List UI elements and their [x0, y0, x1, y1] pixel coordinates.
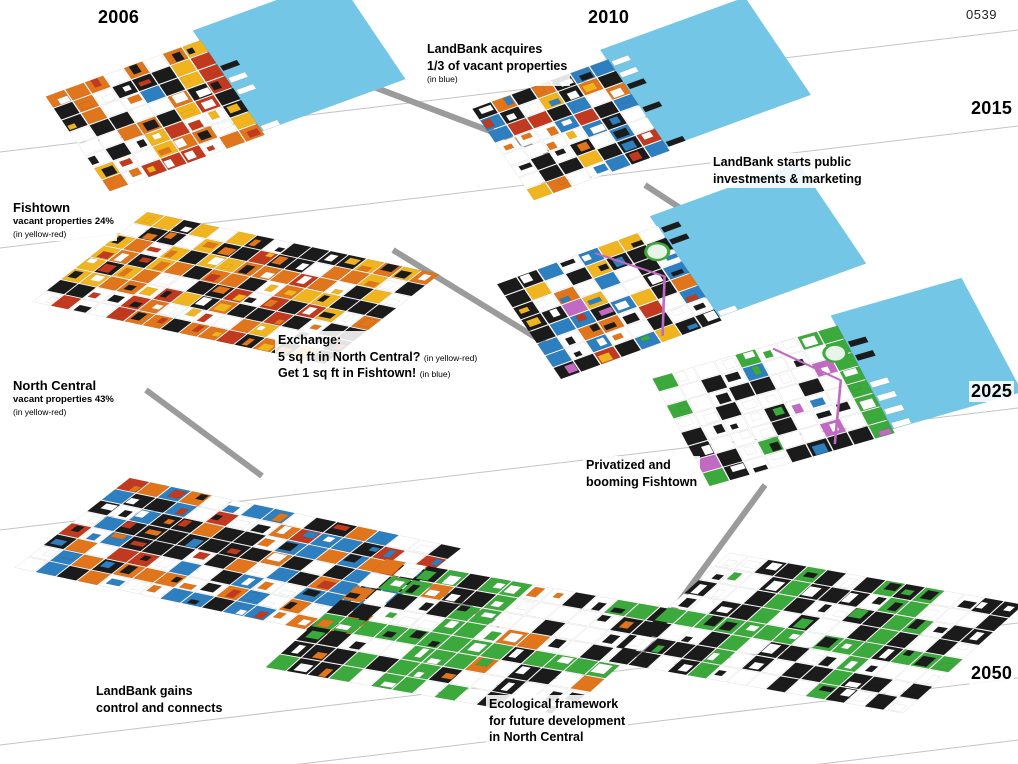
note-line: booming Fishtown	[586, 474, 698, 489]
year-label-2015: 2015	[969, 98, 1015, 119]
neighborhood-name: Fishtown	[13, 200, 71, 215]
transit-line	[594, 252, 666, 336]
water-area	[649, 162, 867, 318]
note-exchange: Exchange: 5 sq ft in North Central? (in …	[275, 331, 481, 383]
note-line: investments & marketing	[713, 171, 862, 186]
note-text: Get 1 sq ft in Fishtown!	[278, 366, 417, 380]
vacancy-stat: vacant properties 43%	[13, 394, 114, 406]
note-line: in North Central	[489, 730, 584, 744]
note-landbank-acquires: LandBank acquires 1/3 of vacant properti…	[424, 40, 571, 87]
fishtown-2015-public-investments-graphic	[496, 162, 867, 380]
dome-venue	[644, 242, 671, 262]
note-line: for future development	[489, 713, 626, 728]
transit-line	[772, 347, 843, 444]
note-line: Exchange:	[278, 333, 342, 347]
year-label-2006: 2006	[96, 7, 142, 28]
note-line: LandBank gains	[96, 684, 193, 698]
map-north-central-eco	[265, 520, 681, 758]
vacancy-stat: vacant properties 24%	[13, 216, 114, 228]
map-north-central-2050	[608, 518, 1018, 748]
water-area	[600, 0, 811, 148]
note-line: Privatized and	[586, 458, 671, 472]
north-central-2050-green-developed-graphic	[608, 552, 1018, 714]
note-ecological: Ecological framework for future developm…	[486, 695, 629, 747]
fishtown-2006-vacant-yellow-red-graphic	[45, 0, 406, 192]
note-landbank-invest: LandBank starts public investments & mar…	[710, 153, 865, 188]
note-line: 5 sq ft in North Central? (in yellow-red…	[278, 349, 477, 366]
note-line: LandBank starts public	[713, 155, 852, 169]
water-area	[192, 0, 406, 132]
label-fishtown: Fishtown vacant properties 24% (in yello…	[10, 198, 117, 241]
year-label-2010: 2010	[586, 7, 632, 28]
note-color-key: (in yellow-red)	[13, 406, 67, 417]
note-color-key: (in blue)	[427, 74, 458, 84]
note-line: control and connects	[96, 700, 223, 715]
connector-line	[391, 247, 550, 348]
north-central-ecological-framework-green-graphic	[265, 558, 681, 720]
note-line: 1/3 of vacant properties	[427, 58, 568, 73]
timeline-line	[816, 739, 1018, 764]
note-color-key: (in blue)	[419, 369, 451, 379]
north-central-vacant-43-graphic	[32, 212, 440, 364]
map-fishtown-2015	[480, 162, 867, 380]
note-color-key: (in yellow-red)	[423, 352, 478, 363]
neighborhood-name: North Central	[13, 378, 97, 393]
map-north-central-landbank	[14, 448, 462, 668]
note-text: 5 sq ft in North Central?	[278, 349, 421, 364]
note-privatized: Privatized and booming Fishtown	[583, 456, 701, 491]
label-north-central: North Central vacant properties 43% (in …	[10, 376, 117, 419]
north-central-landbank-control-blue-graphic	[14, 477, 462, 639]
page-number: 0539	[964, 7, 999, 22]
connector-line	[144, 387, 264, 479]
fishtown-2025-privatized-booming-graphic	[652, 277, 1018, 486]
note-line: Ecological framework	[489, 697, 619, 711]
year-label-2025: 2025	[969, 381, 1015, 402]
map-fishtown-2006	[6, 0, 406, 192]
map-north-central-vacant	[30, 183, 442, 393]
note-line: Get 1 sq ft in Fishtown! (in blue)	[278, 365, 477, 382]
note-color-key: (in yellow-red)	[13, 228, 67, 239]
dome-venue	[822, 343, 849, 363]
note-line: LandBank acquires	[427, 42, 543, 56]
year-label-2050: 2050	[969, 663, 1015, 684]
note-landbank-gains: LandBank gains control and connects	[93, 682, 226, 717]
